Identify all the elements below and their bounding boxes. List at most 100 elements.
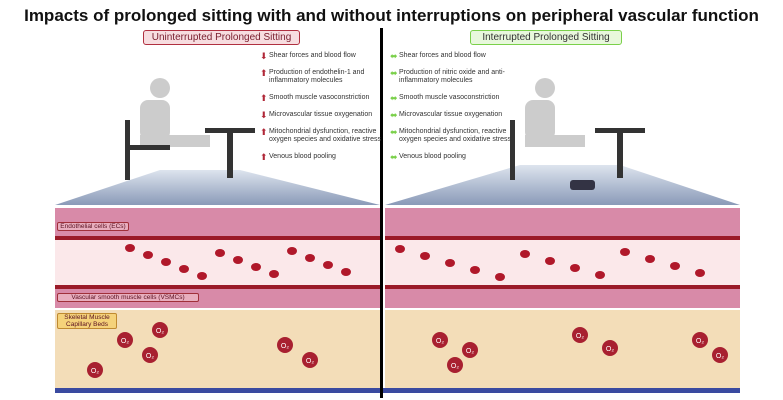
oxygen-cell: O₂ [572,327,588,343]
effect-item: ⬆Venous blood pooling [260,152,385,162]
red-blood-cell [305,254,315,262]
label-skeletal-muscle: Skeletal Muscle Capillary Beds [57,313,117,329]
person [525,100,555,140]
red-blood-cell [620,248,630,256]
label-endothelial-cells: Endothelial cells (ECs) [57,222,129,231]
zoom-cone [55,170,380,205]
muscle-band [55,310,740,393]
svg-text:O₂: O₂ [466,348,474,355]
svg-text:O₂: O₂ [606,346,614,353]
arrow-horizontal-icon: ⬌ [390,152,398,162]
desk [595,128,645,133]
arrow-up-icon: ⬆ [260,152,268,162]
red-blood-cell [495,273,505,281]
red-blood-cell [179,265,189,273]
effect-item: ⬌Production of nitric oxide and anti-inf… [390,69,515,85]
arrow-horizontal-icon: ⬌ [390,68,398,78]
oxygen-cells: O₂ O₂ O₂ O₂ O₂ O₂ O₂ O₂ O₂ O₂ O₂ O₂ O₂ [87,322,728,378]
red-blood-cell [161,258,171,266]
oxygen-cell: O₂ [692,332,708,348]
red-blood-cell [341,268,351,276]
effect-item: ⬆Production of endothelin-1 and inflamma… [260,69,385,85]
figure-title: Impacts of prolonged sitting with and wi… [24,6,759,25]
oxygen-cell: O₂ [712,347,728,363]
effect-text: Venous blood pooling [269,153,336,160]
label-vsmc: Vascular smooth muscle cells (VSMCs) [57,293,199,302]
svg-text:O₂: O₂ [576,333,584,340]
red-blood-cell [287,247,297,255]
red-blood-cell [445,259,455,267]
red-blood-cell [545,257,555,265]
effect-text: Mitochondrial dysfunction, reactive oxyg… [399,128,512,143]
svg-text:O₂: O₂ [451,363,459,370]
arrow-up-icon: ⬆ [260,127,268,137]
red-blood-cell [420,252,430,260]
oxygen-cell: O₂ [87,362,103,378]
effect-item: ⬌Microvascular tissue oxygenation [390,110,515,120]
left-effects-list: ⬇Shear forces and blood flow⬆Production … [260,52,385,170]
right-scene [385,78,740,205]
red-blood-cell [520,250,530,258]
person [140,100,170,140]
effect-text: Production of endothelin-1 and inflammat… [269,69,365,84]
effect-item: ⬇Microvascular tissue oxygenation [260,110,385,120]
oxygen-cell: O₂ [142,347,158,363]
person-head [150,78,170,98]
red-blood-cell [323,261,333,269]
oxygen-cell: O₂ [152,322,168,338]
arrow-horizontal-icon: ⬌ [390,93,398,103]
right-effects-list: ⬌Shear forces and blood flow⬌Production … [390,52,515,170]
svg-text:O₂: O₂ [716,353,724,360]
effect-text: Microvascular tissue oxygenation [399,111,503,118]
red-blood-cell [470,266,480,274]
chair [510,120,515,180]
left-scene [55,78,380,205]
foot-pedal [570,180,595,190]
effect-text: Shear forces and blood flow [269,52,356,59]
arrow-down-icon: ⬇ [260,110,268,120]
arrow-horizontal-icon: ⬌ [390,127,398,137]
arrow-horizontal-icon: ⬌ [390,110,398,120]
effect-item: ⬆Mitochondrial dysfunction, reactive oxy… [260,128,385,144]
svg-text:O₂: O₂ [91,368,99,375]
red-blood-cell [251,263,261,271]
red-blood-cell [670,262,680,270]
red-blood-cell [595,271,605,279]
zoom-cone [385,165,740,205]
effect-item: ⬆Smooth muscle vasoconstriction [260,94,385,103]
desk [205,128,255,133]
oxygen-cell: O₂ [277,337,293,353]
oxygen-cell: O₂ [432,332,448,348]
red-blood-cell [215,249,225,257]
red-blood-cells [125,244,705,281]
effect-text: Mitochondrial dysfunction, reactive oxyg… [269,128,382,143]
svg-text:O₂: O₂ [306,358,314,365]
person-legs [140,135,210,147]
red-blood-cell [645,255,655,263]
oxygen-cell: O₂ [462,342,478,358]
person-head [535,78,555,98]
right-panel-title: Interrupted Prolonged Sitting [470,30,622,45]
effect-text: Venous blood pooling [399,153,466,160]
arrow-down-icon: ⬇ [260,51,268,61]
oxygen-cell: O₂ [117,332,133,348]
red-blood-cell [395,245,405,253]
left-panel-title: Uninterrupted Prolonged Sitting [143,30,300,45]
effect-text: Production of nitric oxide and anti-infl… [399,69,505,84]
effect-text: Smooth muscle vasoconstriction [399,94,500,101]
effect-item: ⬌Shear forces and blood flow [390,52,515,61]
red-blood-cell [695,269,705,277]
effect-text: Shear forces and blood flow [399,52,486,59]
oxygen-cell: O₂ [302,352,318,368]
red-blood-cell [269,270,279,278]
effect-item: ⬌Smooth muscle vasoconstriction [390,93,515,103]
red-blood-cell [197,272,207,280]
svg-text:O₂: O₂ [146,353,154,360]
oxygen-cell: O₂ [447,357,463,373]
red-blood-cell [143,251,153,259]
svg-text:O₂: O₂ [436,338,444,345]
arrow-up-icon: ⬆ [260,68,268,78]
red-blood-cell [233,256,243,264]
effect-item: ⬌Mitochondrial dysfunction, reactive oxy… [390,128,515,144]
